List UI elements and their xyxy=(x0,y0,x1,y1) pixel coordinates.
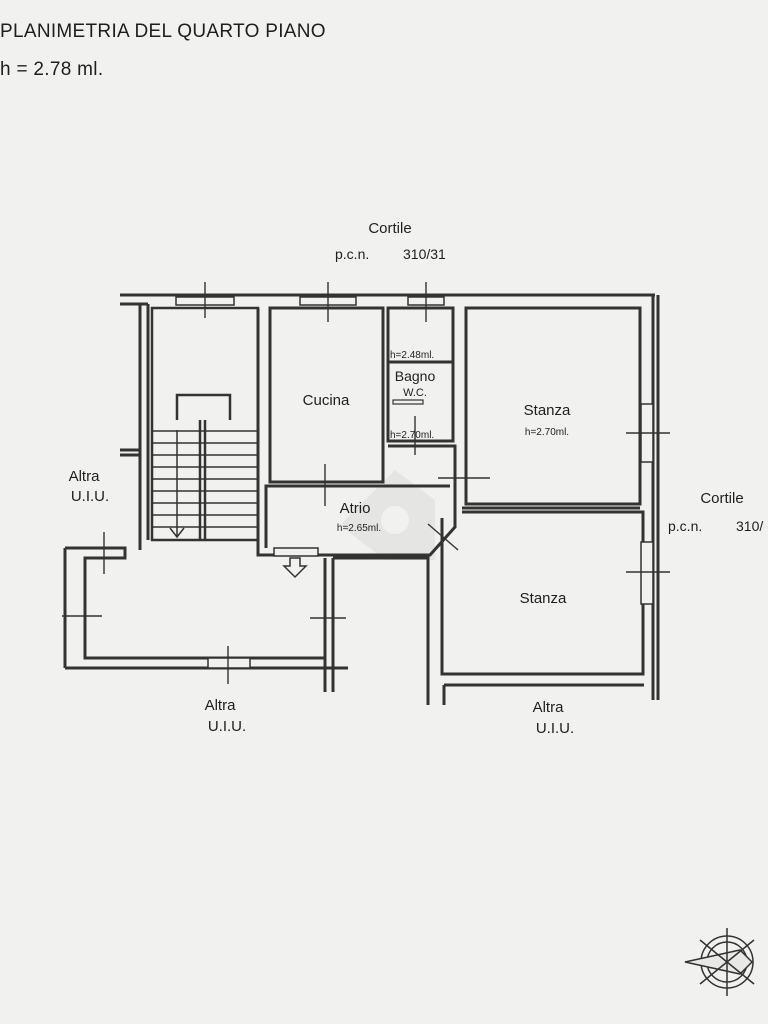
altra-bottom-label: Altra xyxy=(205,697,237,714)
plan-title: PLANIMETRIA DEL QUARTO PIANO xyxy=(0,21,326,42)
pcn-right-label: p.c.n. xyxy=(668,518,702,534)
wc-fixture xyxy=(392,399,424,405)
room-wc: W.C. xyxy=(403,387,427,399)
stair-steps xyxy=(152,430,258,528)
room-atrio: Atrio xyxy=(340,500,371,517)
stair-arrow xyxy=(169,430,185,539)
stanza-1-height: h=2.70ml. xyxy=(525,427,569,438)
lower-walls xyxy=(63,546,644,705)
room-bagno: Bagno xyxy=(395,368,436,384)
room-stanza-2: Stanza xyxy=(520,590,567,607)
room-stanza-1: Stanza xyxy=(524,402,571,419)
interior-walls xyxy=(256,306,645,676)
entrance-arrow-icon xyxy=(282,557,308,579)
outer-walls xyxy=(120,293,660,700)
cortile-right-label: Cortile xyxy=(700,490,743,507)
room-cucina: Cucina xyxy=(303,392,350,409)
uiu-left-label: U.I.U. xyxy=(71,488,109,505)
stairwell xyxy=(150,306,260,542)
uiu-br-label: U.I.U. xyxy=(536,720,574,737)
floor-height: h = 2.78 ml. xyxy=(0,59,104,80)
pcn-right-number: 310/ xyxy=(736,518,763,534)
window-markers xyxy=(62,282,670,684)
pcn-top-label: p.c.n. xyxy=(335,246,369,262)
cortile-top-label: Cortile xyxy=(368,220,411,237)
altra-left-label: Altra xyxy=(69,468,101,485)
north-arrow-icon xyxy=(684,928,755,996)
uiu-bottom-label: U.I.U. xyxy=(208,718,246,735)
watermark-logo-icon xyxy=(340,470,435,560)
bagno-height-bottom: h=2.70ml. xyxy=(390,430,434,441)
bagno-height-top: h=2.48ml. xyxy=(390,350,434,361)
pcn-top-number: 310/31 xyxy=(403,246,446,262)
atrio-height: h=2.65ml. xyxy=(337,523,381,534)
altra-br-label: Altra xyxy=(533,699,565,716)
